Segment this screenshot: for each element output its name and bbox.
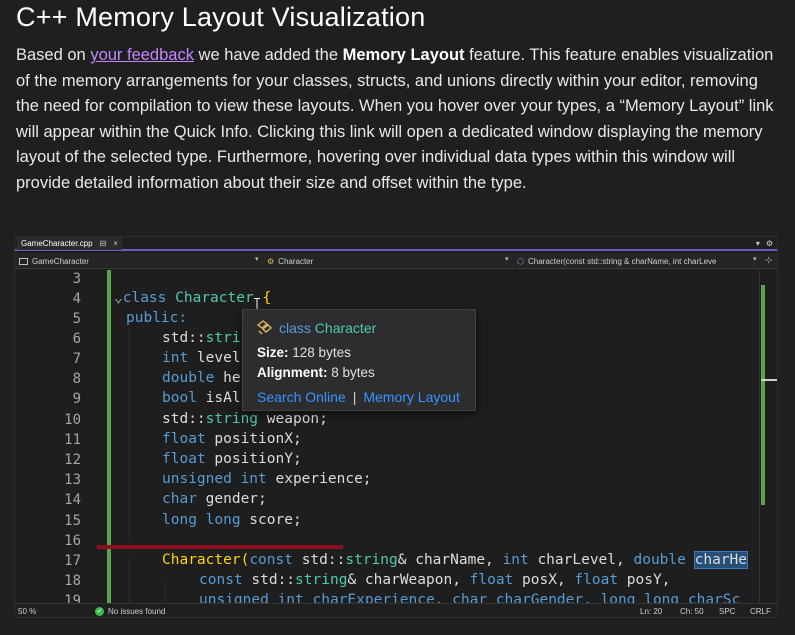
gear-icon[interactable]: ⚙: [765, 239, 773, 248]
line-number: 7: [72, 351, 81, 367]
chevron-down-icon[interactable]: ▾: [255, 256, 259, 263]
type-dropdown[interactable]: ⚙ Character: [267, 255, 313, 267]
code-line-15: long long score;: [162, 512, 302, 528]
column-indicator[interactable]: Ch: 50: [680, 607, 704, 616]
navigation-bar: GameCharacter ▾ ⚙ Character ▾ ⬡ Characte…: [15, 253, 777, 269]
scrollbar-change-marker: [761, 285, 765, 505]
quickinfo-alignment: Alignment: 8 bytes: [257, 365, 375, 380]
code-line-8: double he: [162, 370, 241, 386]
article-paragraph: Based on your feedback we have added the…: [16, 43, 784, 196]
line-indicator[interactable]: Ln: 20: [640, 607, 663, 616]
line-number: 16: [64, 533, 81, 549]
code-line-7: int level: [162, 350, 241, 366]
paragraph-text-start: Based on: [16, 46, 91, 64]
code-line-17: Character(const std::string& charName, i…: [162, 551, 749, 569]
split-editor-icon[interactable]: ⊹: [765, 255, 773, 265]
search-online-link[interactable]: Search Online: [257, 389, 346, 405]
line-number: 18: [64, 573, 81, 589]
line-number: 6: [72, 331, 81, 347]
code-line-6: std::stri: [162, 330, 241, 346]
whitespace-indicator[interactable]: SPC: [719, 607, 736, 616]
line-number: 14: [64, 492, 81, 508]
quickinfo-name: Character: [314, 320, 377, 336]
quickinfo-size: Size: 128 bytes: [257, 345, 351, 360]
document-tab-bar: GameCharacter.cpp ⊟ × ▾ ⚙: [15, 237, 777, 251]
code-line-11: float positionX;: [162, 431, 302, 447]
code-line-4: ⌄class Character {: [114, 290, 272, 306]
chevron-down-icon[interactable]: ▾: [505, 256, 509, 263]
line-number: 13: [64, 472, 81, 488]
tab-list-dropdown-icon[interactable]: ▾: [755, 239, 760, 248]
pin-icon[interactable]: ⊟: [99, 239, 107, 248]
line-number: 4: [72, 291, 81, 307]
check-icon: ✓: [95, 607, 104, 616]
fold-chevron-icon[interactable]: ⌄: [114, 290, 123, 306]
line-number: 17: [64, 553, 81, 569]
feature-name: Memory Layout: [342, 46, 465, 64]
project-icon: [19, 257, 28, 265]
tab-label: GameCharacter.cpp: [21, 239, 93, 248]
error-squiggle-marker: [97, 545, 343, 549]
status-bar: 50 % ✓ No issues found Ln: 20 Ch: 50 SPC…: [15, 603, 777, 617]
code-line-19: unsigned int charExperience, char charGe…: [199, 592, 741, 603]
scope-dropdown-label: GameCharacter: [32, 256, 89, 266]
line-number: 8: [72, 371, 81, 387]
close-icon[interactable]: ×: [113, 239, 118, 248]
type-dropdown-label: Character: [278, 256, 314, 266]
article-title: C++ Memory Layout Visualization: [16, 2, 426, 32]
feedback-link[interactable]: your feedback: [90, 46, 194, 64]
selected-text: charHe: [693, 551, 749, 569]
issues-indicator[interactable]: ✓ No issues found: [95, 607, 165, 616]
line-number: 3: [72, 271, 81, 287]
zoom-level[interactable]: 50 %: [18, 607, 37, 616]
paragraph-text-rest: feature. This feature enables visualizat…: [16, 46, 774, 192]
line-number: 12: [64, 452, 81, 468]
code-line-14: char gender;: [162, 491, 267, 507]
code-line-18: const std::string& charWeapon, float pos…: [199, 572, 671, 588]
scrollbar-caret-marker: [761, 379, 777, 381]
issues-text: No issues found: [108, 607, 166, 616]
code-line-10: std::string weapon;: [162, 411, 328, 427]
indent-guide: [129, 330, 130, 542]
code-line-13: unsigned int experience;: [162, 471, 372, 487]
line-number: 11: [64, 432, 81, 448]
indent-guide: [165, 582, 166, 603]
link-separator: |: [352, 389, 357, 405]
ide-screenshot: GameCharacter.cpp ⊟ × ▾ ⚙ GameCharacter …: [14, 236, 778, 618]
tab-gamecharacter-cpp[interactable]: GameCharacter.cpp ⊟ ×: [17, 237, 122, 250]
line-number: 10: [64, 412, 81, 428]
code-line-12: float positionY;: [162, 451, 302, 467]
method-icon: ⬡: [517, 256, 524, 266]
indent-guide: [129, 558, 130, 603]
line-ending-indicator[interactable]: CRLF: [750, 607, 771, 616]
quickinfo-kind: class: [279, 320, 311, 336]
chevron-down-icon[interactable]: ▾: [753, 256, 757, 263]
code-line-9: bool isAl: [162, 390, 241, 406]
code-line-5: public:: [126, 310, 188, 326]
member-dropdown[interactable]: ⬡ Character(const std::string & charName…: [517, 255, 717, 267]
memory-layout-link[interactable]: Memory Layout: [363, 389, 460, 405]
class-icon: ⚙: [267, 256, 275, 266]
line-number: 9: [72, 391, 81, 407]
change-indicator-bar: [107, 270, 111, 603]
class-icon: [256, 320, 273, 335]
line-number: 19: [64, 593, 81, 603]
paragraph-text-mid: we have added the: [193, 46, 343, 64]
scope-dropdown[interactable]: GameCharacter: [19, 255, 89, 267]
member-dropdown-label: Character(const std::string & charName, …: [527, 256, 717, 266]
line-number: 15: [64, 513, 81, 529]
quick-info-tooltip: class Character Size: 128 bytes Alignmen…: [242, 309, 476, 411]
line-number: 5: [72, 311, 81, 327]
